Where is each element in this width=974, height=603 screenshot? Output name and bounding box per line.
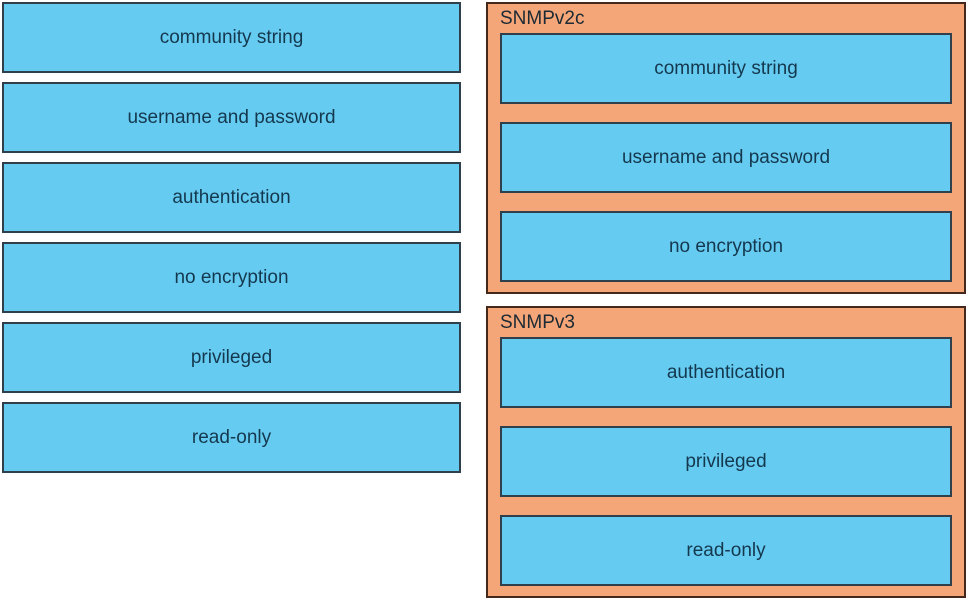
source-item-community-string[interactable]: community string bbox=[2, 2, 461, 73]
dropped-item-no-encryption[interactable]: no encryption bbox=[500, 211, 952, 282]
dropped-item-username-and-password[interactable]: username and password bbox=[500, 122, 952, 193]
source-item-authentication[interactable]: authentication bbox=[2, 162, 461, 233]
dropped-item-read-only[interactable]: read-only bbox=[500, 515, 952, 586]
dropped-item-community-string[interactable]: community string bbox=[500, 33, 952, 104]
drop-zone-snmpv2c[interactable]: SNMPv2c community string username and pa… bbox=[486, 2, 966, 294]
dropped-item-authentication[interactable]: authentication bbox=[500, 337, 952, 408]
source-options-column: community string username and password a… bbox=[2, 2, 461, 473]
target-groups-column: SNMPv2c community string username and pa… bbox=[486, 2, 966, 598]
source-item-read-only[interactable]: read-only bbox=[2, 402, 461, 473]
drop-zone-snmpv3[interactable]: SNMPv3 authentication privileged read-on… bbox=[486, 306, 966, 598]
group-title-snmpv2c: SNMPv2c bbox=[500, 7, 585, 29]
dropped-item-privileged[interactable]: privileged bbox=[500, 426, 952, 497]
group-title-snmpv3: SNMPv3 bbox=[500, 311, 575, 333]
source-item-privileged[interactable]: privileged bbox=[2, 322, 461, 393]
source-item-username-and-password[interactable]: username and password bbox=[2, 82, 461, 153]
source-item-no-encryption[interactable]: no encryption bbox=[2, 242, 461, 313]
